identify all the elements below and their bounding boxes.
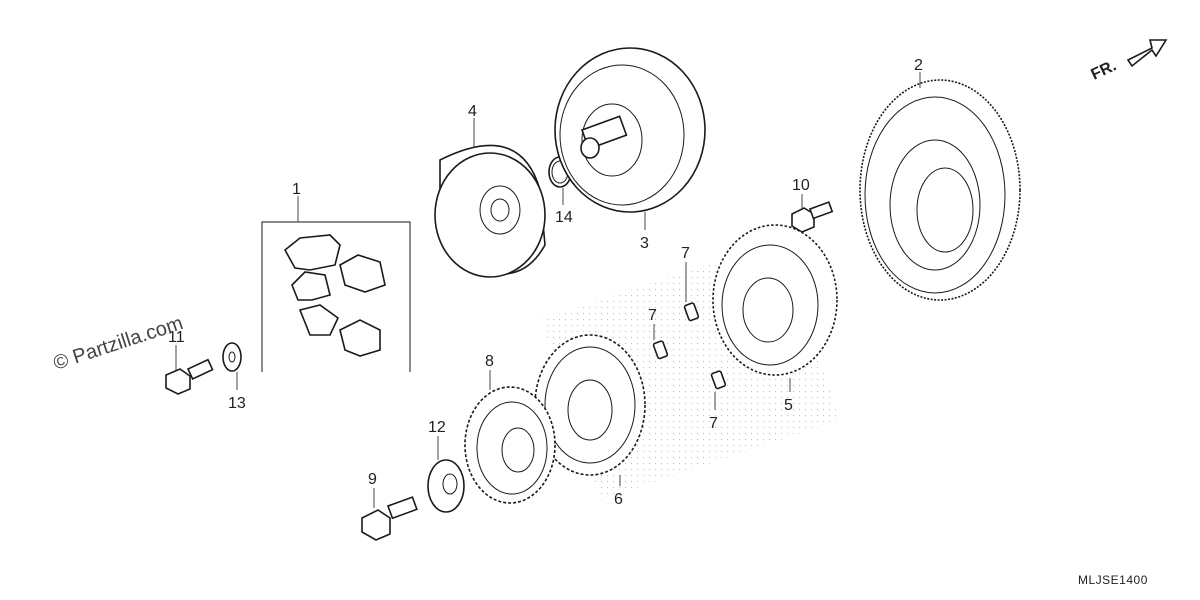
part-6-sprocket <box>534 334 646 476</box>
callout-1: 1 <box>292 181 301 198</box>
front-label: FR. <box>1089 57 1120 83</box>
watermark: © Partzilla.com <box>51 312 186 375</box>
part-7-spring-b <box>652 340 669 360</box>
callout-13: 13 <box>228 395 246 412</box>
part-7-spring-c <box>710 370 727 390</box>
part-3-clutch-drum <box>554 47 706 213</box>
part-12-washer <box>427 459 465 513</box>
diagram-code: MLJSE1400 <box>1078 573 1148 587</box>
callout-8: 8 <box>485 353 494 370</box>
part-8-gear <box>464 386 556 504</box>
callout-12: 12 <box>428 419 446 436</box>
part-7-spring-a <box>683 302 700 322</box>
part-9-bolt <box>361 496 418 541</box>
callout-9: 9 <box>368 471 377 488</box>
callout-2: 2 <box>914 57 923 74</box>
part-2-large-gear <box>859 79 1021 301</box>
part-11-bolt <box>165 358 214 395</box>
callout-10: 10 <box>792 177 810 194</box>
part-10-bolt <box>791 201 834 233</box>
callout-7c: 7 <box>709 415 718 432</box>
callout-4: 4 <box>468 103 477 120</box>
part-13-washer <box>222 342 242 372</box>
part-4-clutch-outer <box>434 144 546 278</box>
callout-7b: 7 <box>648 307 657 324</box>
callout-5: 5 <box>784 397 793 414</box>
part-1-damper-rubber <box>261 221 411 372</box>
front-arrow-icon <box>1126 39 1168 68</box>
callout-7a: 7 <box>681 245 690 262</box>
part-5-gear <box>712 224 838 376</box>
callout-11: 11 <box>168 329 185 346</box>
leader-lines <box>175 72 921 508</box>
callout-6: 6 <box>614 491 623 508</box>
callout-3: 3 <box>640 235 649 252</box>
callout-14: 14 <box>555 209 573 226</box>
